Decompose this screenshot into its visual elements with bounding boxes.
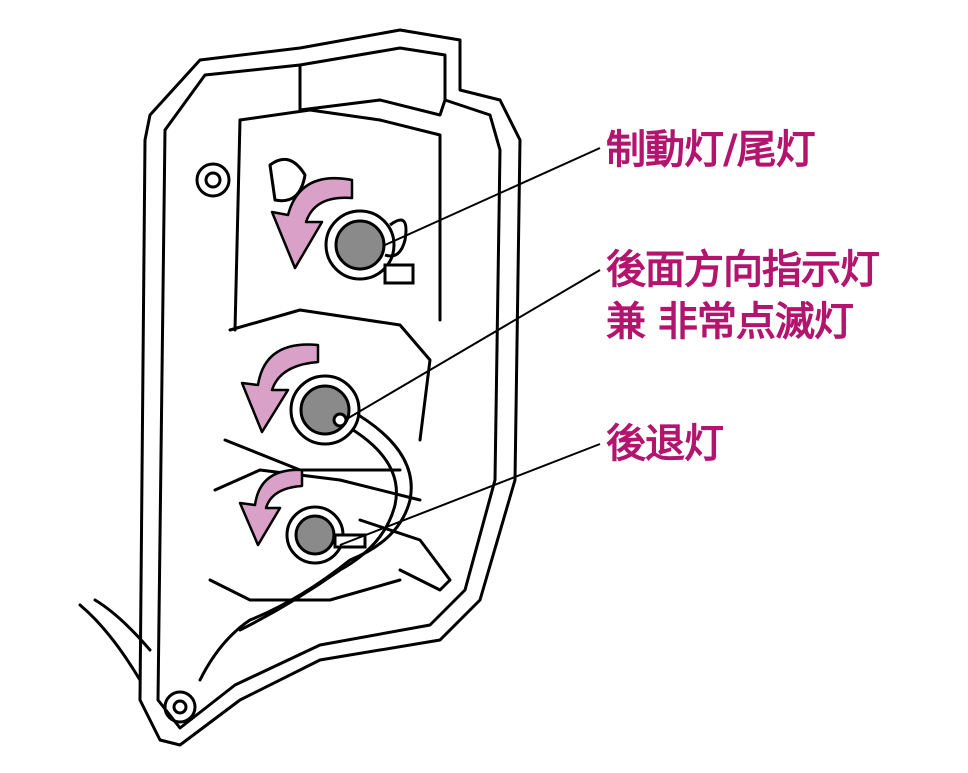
- reverse-text: 後退灯: [606, 421, 724, 467]
- lamp-housing-inner: [156, 46, 502, 730]
- rotation-arrow-icon: [240, 343, 320, 434]
- rotation-arrow-icon: [270, 176, 354, 270]
- wire-harness: [198, 408, 413, 682]
- brake-tail-label: 制動灯/尾灯: [606, 124, 816, 176]
- socket-brake-tail: [324, 209, 415, 285]
- mount-hole-top: [195, 162, 231, 198]
- lamp-housing-outline: [138, 28, 522, 747]
- socket-turn-signal: [289, 374, 361, 446]
- leader-line-reverse: [339, 443, 601, 546]
- reverse-label: 後退灯: [606, 418, 724, 470]
- upper-mount: [298, 63, 447, 117]
- leader-line-turn: [344, 269, 601, 421]
- rotation-arrow-icon: [238, 468, 304, 547]
- turn-signal-text-line1: 後面方向指示灯: [606, 247, 880, 293]
- socket-reverse: [285, 505, 367, 565]
- leader-line-brake: [384, 147, 601, 246]
- turn-signal-label: 後面方向指示灯 兼 非常点滅灯: [606, 244, 880, 348]
- mount-hole-bottom: [163, 690, 197, 724]
- turn-signal-text-line2: 兼 非常点滅灯: [606, 299, 854, 345]
- brake-tail-text: 制動灯/尾灯: [606, 127, 816, 173]
